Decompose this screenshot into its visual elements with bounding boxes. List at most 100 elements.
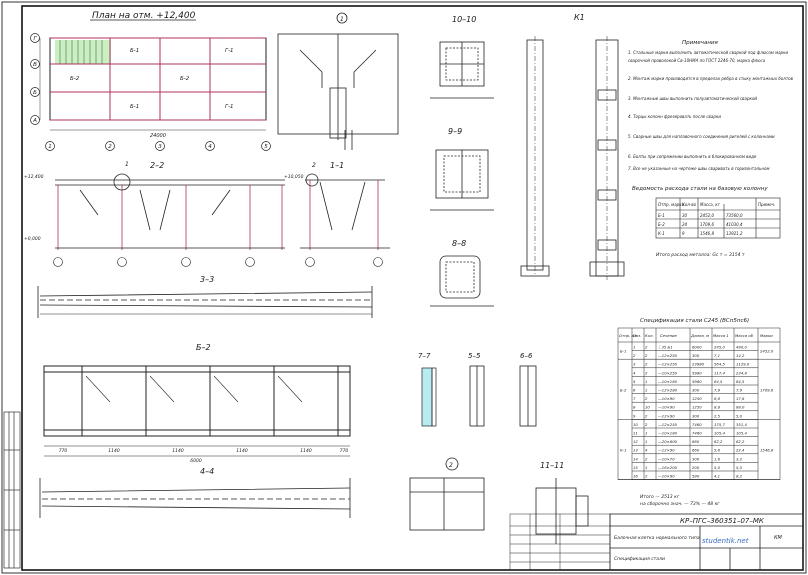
column-spec-header: Кол-во — [682, 202, 697, 207]
beam-spec-header: Отпр. ма — [619, 333, 637, 338]
beam-spec-cell: 300 — [692, 413, 700, 418]
node-label: 1 — [125, 161, 129, 168]
beam-spec-cell: 2 — [645, 456, 648, 461]
beam-spec-cell: 580 — [692, 474, 700, 479]
section-1-1: 1–1 +10,050 2 — [284, 161, 390, 267]
beam-spec-cell: 4,1 — [714, 474, 720, 479]
column-spec-cell: 1709,6 — [700, 222, 714, 227]
beam-spec-cell: 22,4 — [736, 448, 745, 453]
column-spec-cell: 30 — [682, 213, 688, 218]
beam-spec-cell: 5,0 — [736, 413, 743, 418]
title-block: КР–ПГС–360351–07–МК Балочная клетка норм… — [509, 513, 804, 571]
plan-mark: Г-1 — [225, 104, 234, 110]
plan-axis-bubbles — [30, 33, 271, 151]
column-spec-cell: К-1 — [658, 231, 665, 236]
node-label: 2 — [449, 462, 453, 469]
beam-spec-header: Кол. — [645, 333, 654, 338]
plan-grid — [49, 37, 267, 121]
beam-spec-cell: 2 — [645, 362, 648, 367]
note-line: 2. Монтаж марки производится в пределах … — [628, 76, 794, 81]
column-spec-cell: 41030,4 — [726, 222, 743, 227]
plan-title: План на отм. +12,400 — [92, 11, 196, 21]
beam-spec-cell: —10×180 — [658, 379, 678, 384]
stamp-title: Балочная клетка нормального типа — [614, 535, 700, 541]
section-8-8: 8–8 — [430, 239, 494, 307]
beam-spec-cell: 660 — [692, 439, 700, 444]
column-spec-header: Отпр. марка — [658, 202, 685, 207]
beam-spec-cell: 300 — [692, 388, 700, 393]
column-spec-cell: 9 — [682, 231, 685, 236]
beam-spec-cell: 23980 — [692, 362, 705, 367]
beam-spec-cell: 5,6 — [714, 448, 721, 453]
axis-letter: В — [33, 62, 37, 68]
note-line: 4. Торцы колонн фрезеровать после сварки — [628, 114, 721, 119]
beam-dim: 1140 — [108, 448, 120, 454]
section-11-11-title: 11–11 — [540, 461, 564, 470]
beam-spec-cell: 2 — [645, 353, 648, 358]
beam-spec-cell: 88,0 — [736, 405, 745, 410]
beam-spec-cell: 15 — [633, 465, 638, 470]
section-9-9: 9–9 — [430, 127, 494, 211]
beam-dim: 770 — [59, 448, 68, 454]
column-spec-cell: 73560,0 — [726, 213, 743, 218]
beam-spec-cell: —10×90 — [658, 474, 675, 479]
beam-spec-cell: 3,2 — [736, 456, 743, 461]
beam-spec-cell: 8,8 — [714, 396, 721, 401]
beam-spec-cell: 1 — [645, 439, 647, 444]
column-spec-cell: 2452,0 — [700, 213, 714, 218]
note-line: 1. Стальные марки выполнить автоматическ… — [628, 50, 789, 55]
beam-spec-cell: 117,4 — [714, 370, 725, 375]
beam-spec-cell: 2 — [645, 413, 648, 418]
inner-frame — [21, 5, 804, 571]
beam-spec-cell: 5,0 — [714, 465, 721, 470]
section-1-1-title: 1–1 — [330, 161, 344, 170]
beam-dim-total: 6000 — [190, 458, 202, 464]
beam-spec-cell: 3 — [633, 362, 636, 367]
node-detail-top — [277, 12, 399, 150]
plan-mark: Б-1 — [130, 48, 139, 54]
beam-spec-cell: 12 — [633, 439, 638, 444]
axis-number: 2 — [108, 144, 112, 150]
beam-spec-cell: 84,5 — [714, 379, 723, 384]
beam-spec-header: Сечение — [660, 333, 678, 338]
plan-mark: Б-1 — [130, 104, 139, 110]
beam-spec-cell: —12×250 — [658, 422, 678, 427]
beam-spec-cell: —20×600 — [658, 439, 678, 444]
beam-spec-cell: 105,4 — [714, 431, 725, 436]
beam-spec-cell: 1,6 — [714, 456, 721, 461]
beam-spec-cell: 4 — [633, 370, 636, 375]
column-spec-cell: 13921,2 — [726, 231, 743, 236]
beam-dim: 1140 — [172, 448, 184, 454]
beam-spec-cell: 10 — [645, 405, 650, 410]
beam-spec-cell: 13 — [633, 448, 638, 453]
beam-spec-cell: 5980 — [692, 370, 702, 375]
beam-spec-header: Масса 1 — [713, 333, 729, 338]
section-10-10: 10–10 — [430, 15, 494, 99]
beam-spec-title: Спецификация стали С245 (ВСп5пс6) — [640, 318, 749, 324]
beam-spec-cell: 300 — [692, 353, 700, 358]
beam-spec-cell: 4 — [645, 448, 648, 453]
plan-view: План на отм. +12,400 Б-1 Б-2 Б-2 Б-1 Г-1… — [30, 11, 271, 151]
spec-note: на сборочно знач. — 73% — 48 кг — [640, 501, 720, 507]
beam-spec-cell: 8,8 — [714, 405, 721, 410]
beam-spec-cell: 175,7 — [714, 422, 725, 427]
section-6-6-title: 6–6 — [520, 352, 533, 360]
beam-spec-table: Спецификация стали С245 (ВСп5пс6) Отпр. … — [617, 318, 781, 507]
elevation-label: +10,050 — [284, 174, 304, 180]
beam-spec-cell: 1 — [645, 465, 647, 470]
beam-spec-cell: 1129,0 — [736, 362, 750, 367]
stamp-code: КР–ПГС–360351–07–МК — [680, 517, 765, 525]
column-spec-cell: 24 — [682, 222, 688, 227]
plan-mark: Б-2 — [180, 76, 190, 82]
stamp-subtitle: Спецификация стали — [614, 556, 665, 562]
beam-spec-cell: 5 — [633, 379, 636, 384]
beam-spec-mark: Б-1 — [620, 349, 626, 354]
section-5-5: 5–5 — [468, 352, 485, 427]
beam-spec-cell: 6000 — [692, 345, 702, 350]
beam-spec-cell: 351,4 — [736, 422, 747, 427]
beam-spec-cell: ⌶ 35 Б1 — [658, 345, 673, 350]
beam-spec-cell: 200 — [692, 465, 700, 470]
beam-spec-cell: 7,1 — [714, 353, 720, 358]
beam-spec-cell: 14 — [633, 456, 638, 461]
